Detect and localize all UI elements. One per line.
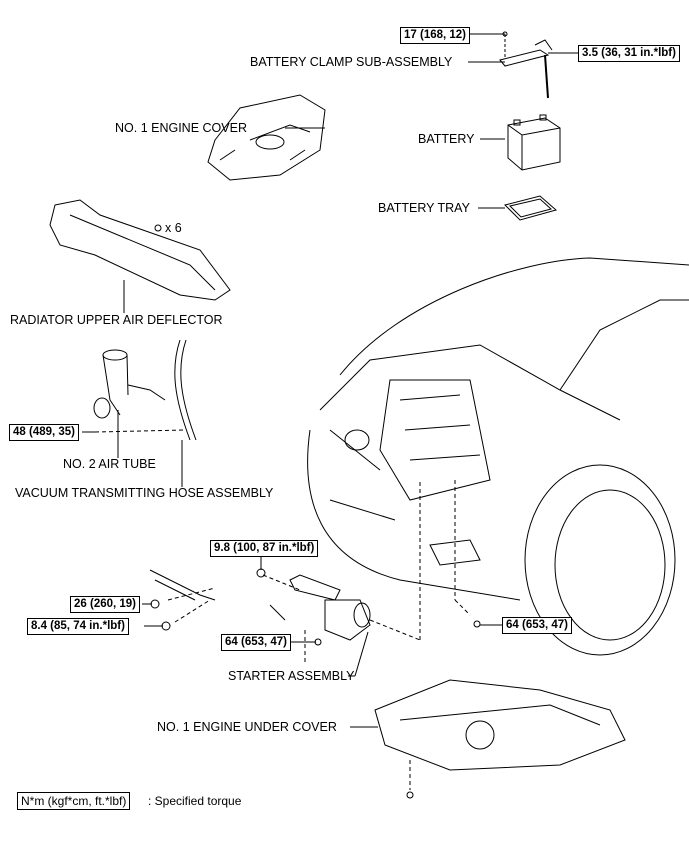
label-battery: BATTERY (418, 132, 475, 146)
battery-tray-drawing (504, 195, 558, 221)
label-vacuum-hose: VACUUM TRANSMITTING HOSE ASSEMBLY (15, 486, 274, 500)
label-battery-tray: BATTERY TRAY (378, 201, 470, 215)
torque-starter-bolt-right: 64 (653, 47) (502, 617, 573, 634)
torque-harness-bolt-b: 8.4 (85, 74 in.*lbf) (27, 618, 129, 635)
under-cover-drawing (374, 679, 626, 799)
torque-clamp-bolt: 17 (168, 12) (400, 27, 471, 44)
torque-starter-bolt-left: 64 (653, 47) (221, 634, 292, 651)
label-under-cover: NO. 1 ENGINE UNDER COVER (157, 720, 337, 734)
leader-lines (82, 33, 578, 790)
battery-clamp-drawing (499, 31, 553, 99)
torque-harness-bolt-a: 26 (260, 19) (70, 596, 141, 613)
air-tube-drawing (93, 339, 197, 441)
torque-air-tube-bolt: 48 (489, 35) (9, 424, 80, 441)
label-starter: STARTER ASSEMBLY (228, 669, 355, 683)
label-clip-count: x 6 (165, 221, 182, 235)
torque-clamp-nut: 3.5 (36, 31 in.*lbf) (578, 45, 680, 62)
label-radiator-deflector: RADIATOR UPPER AIR DEFLECTOR (10, 313, 223, 327)
radiator-deflector-drawing (49, 199, 231, 301)
battery-drawing (507, 114, 561, 171)
label-engine-cover: NO. 1 ENGINE COVER (115, 121, 247, 135)
starter-drawing (149, 568, 481, 646)
car-drawing (307, 257, 689, 656)
torque-starter-nut: 9.8 (100, 87 in.*lbf) (210, 540, 319, 557)
label-air-tube: NO. 2 AIR TUBE (63, 457, 156, 471)
engine-cover-drawing (207, 94, 326, 181)
legend-unit-box: N*m (kgf*cm, ft.*lbf) (17, 792, 131, 810)
label-battery-clamp: BATTERY CLAMP SUB-ASSEMBLY (250, 55, 453, 69)
legend-description: : Specified torque (148, 794, 242, 808)
